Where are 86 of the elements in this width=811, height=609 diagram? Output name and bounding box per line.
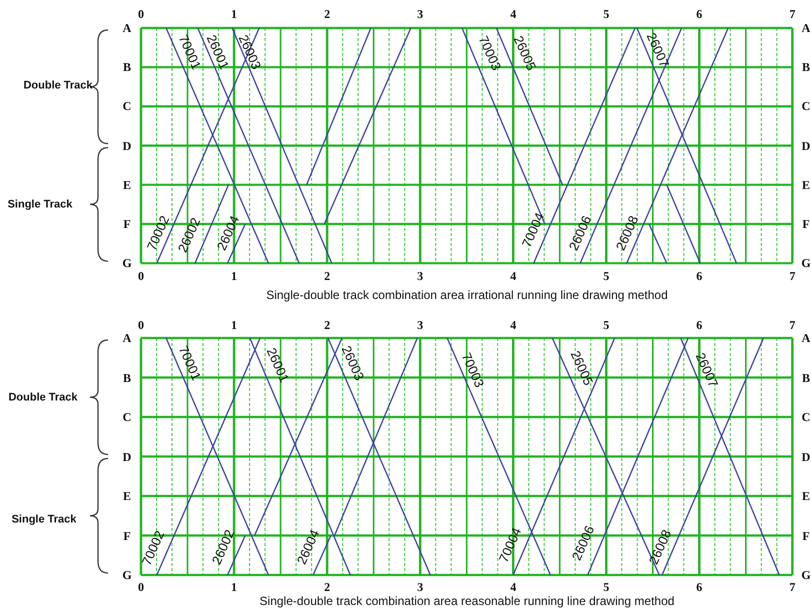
axis-tick-label: 6: [696, 581, 702, 593]
axis-tick-label: 5: [603, 8, 610, 20]
axis-tick-label: 1: [231, 319, 238, 331]
axis-tick-label: 7: [789, 270, 796, 282]
station-label: A: [122, 22, 132, 34]
station-label: B: [802, 372, 810, 384]
section-label: Single Track: [12, 514, 76, 526]
train-number: 70003: [460, 350, 486, 390]
station-label: B: [123, 61, 131, 74]
train-number: 70003: [476, 34, 504, 72]
axis-tick-label: 5: [603, 581, 610, 593]
station-label: E: [802, 178, 810, 191]
station-label: D: [122, 450, 132, 462]
axis-tick-label: 3: [417, 581, 424, 593]
axis-tick-label: 6: [696, 270, 702, 282]
station-label: C: [122, 100, 132, 112]
train-number: 26004: [294, 528, 322, 566]
train-number: 26002: [176, 216, 202, 254]
axis-tick-label: 2: [324, 270, 330, 282]
station-label: D: [122, 140, 132, 152]
station-label: G: [122, 257, 132, 270]
station-label: A: [802, 22, 810, 34]
section-label: Single Track: [8, 200, 72, 210]
axis-tick-label: 2: [324, 8, 330, 20]
caption: Single-double track combination area irrational running line drawing method: [266, 289, 668, 301]
axis-tick-label: 1: [231, 270, 238, 282]
station-label: E: [802, 490, 810, 502]
station-label: E: [123, 178, 131, 191]
train-number: 26004: [214, 214, 242, 252]
station-label: E: [123, 490, 131, 502]
axis-tick-label: 4: [510, 319, 516, 331]
station-label: F: [802, 530, 810, 542]
train-number: 70001: [176, 344, 204, 382]
train-number: 26003: [236, 32, 264, 72]
axis-tick-label: 0: [138, 581, 144, 593]
axis-tick-label: 1: [231, 581, 238, 593]
axis-tick-label: 6: [696, 319, 702, 331]
axis-tick-label: 3: [417, 319, 424, 331]
station-label: C: [802, 411, 810, 423]
axis-tick-label: 2: [324, 581, 330, 593]
train-number: 26008: [646, 528, 674, 566]
train-number: 70001: [176, 32, 204, 72]
station-label: D: [802, 140, 810, 152]
train-number: 26002: [210, 528, 236, 566]
axis-tick-label: 4: [510, 8, 516, 20]
train-number: 70002: [140, 528, 166, 568]
section-label: Double Track: [8, 392, 78, 404]
axis-tick-label: 1: [231, 8, 238, 20]
axis-tick-label: 0: [138, 270, 144, 282]
station-label: D: [802, 450, 810, 462]
axis-tick-label: 7: [789, 8, 796, 20]
train-number: 26001: [264, 346, 292, 384]
caption: Single-double track combination area reasonable running line drawing method: [260, 595, 674, 607]
train-number: 70004: [496, 526, 524, 564]
axis-tick-label: 7: [789, 319, 796, 331]
station-label: C: [802, 100, 810, 112]
axis-tick-label: 5: [603, 319, 610, 331]
station-label: A: [122, 332, 132, 344]
axis-tick-label: 0: [138, 319, 144, 331]
station-label: B: [802, 61, 810, 74]
axis-tick-label: 0: [138, 8, 144, 20]
station-label: B: [123, 372, 131, 384]
axis-tick-label: 5: [603, 270, 610, 282]
station-label: C: [122, 411, 132, 423]
train-number: 26006: [570, 524, 596, 562]
train-number: 26008: [614, 214, 640, 252]
station-label: F: [802, 218, 810, 230]
axis-tick-label: 7: [789, 581, 796, 593]
train-number: 70002: [144, 214, 172, 252]
section-label: Double Track: [23, 80, 93, 92]
station-label: G: [801, 257, 811, 270]
axis-tick-label: 2: [324, 319, 330, 331]
train-number: 26003: [340, 344, 366, 382]
axis-tick-label: 3: [417, 270, 424, 282]
axis-tick-label: 3: [417, 8, 424, 20]
station-label: A: [802, 332, 810, 344]
station-label: G: [801, 569, 811, 581]
axis-tick-label: 4: [510, 270, 516, 282]
axis-tick-label: 6: [696, 8, 702, 20]
train-number: 26001: [204, 32, 232, 72]
train-number: 70004: [520, 210, 546, 250]
axis-tick-label: 4: [510, 581, 516, 593]
station-label: F: [123, 218, 131, 230]
train-number: 26006: [566, 214, 594, 252]
station-label: F: [123, 530, 131, 542]
station-label: G: [122, 569, 132, 581]
